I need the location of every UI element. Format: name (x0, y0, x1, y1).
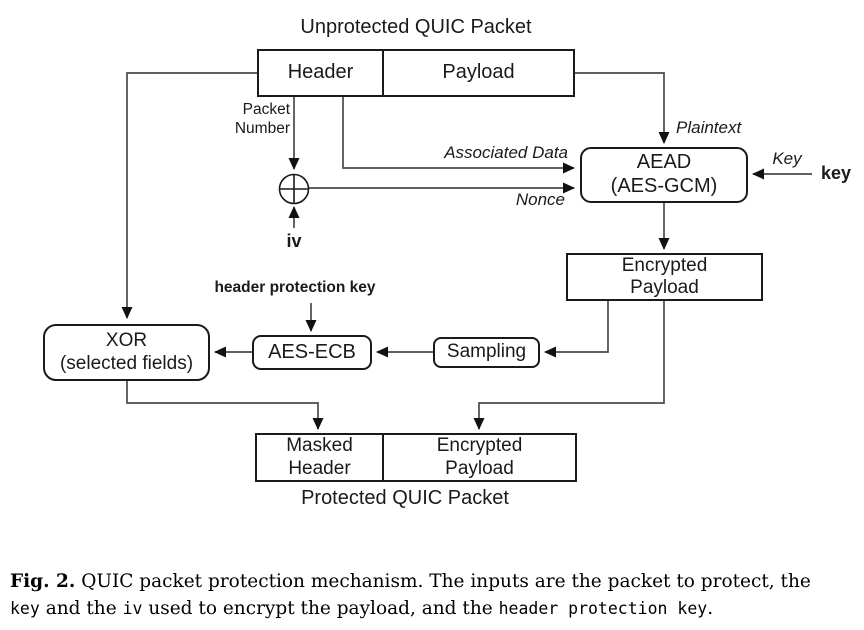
edge-header-associated-data-to-aead (342, 97, 575, 174)
sampling-box-label: Sampling (446, 341, 527, 363)
unprotected-packet-box: Header Payload (257, 49, 575, 97)
iv-input-label: iv (286, 231, 302, 251)
aead-box-line2: (AES-GCM) (610, 175, 718, 197)
payload-box: Payload (382, 51, 573, 95)
nonce-label: Nonce (515, 190, 565, 209)
encrypted-payload-out-line2: Payload (445, 457, 514, 479)
encrypted-payload-out-box: Encrypted Payload (382, 435, 575, 480)
payload-box-label: Payload (442, 61, 515, 84)
encrypted-payload-box: Encrypted Payload (566, 253, 763, 301)
xor-box: XOR (selected fields) (43, 324, 210, 381)
xor-box-line2: (selected fields) (59, 352, 194, 374)
protected-packet-box: Masked Header Encrypted Payload (255, 433, 577, 482)
figure-caption: Fig. 2. QUIC packet protection mechanism… (10, 569, 858, 622)
caption-fig-label: Fig. 2. (10, 571, 76, 592)
plaintext-label: Plaintext (676, 118, 742, 137)
caption-line-2: key and the iv used to encrypt the paylo… (10, 597, 714, 619)
aead-box: AEAD (AES-GCM) (580, 147, 748, 203)
caption-code-iv: iv (122, 598, 143, 618)
xor-plus-icon (278, 173, 310, 205)
unprotected-packet-title: Unprotected QUIC Packet (300, 16, 532, 38)
edge-encrypted-payload-to-output (473, 301, 665, 430)
encrypted-payload-line1: Encrypted (621, 254, 708, 276)
key-input-label: key (820, 163, 852, 183)
encrypted-payload-out-line1: Encrypted (436, 435, 523, 457)
aes-ecb-box-label: AES-ECB (268, 340, 356, 363)
packet-number-label: Packet Number (234, 101, 290, 138)
edge-xor-to-masked-header (126, 381, 324, 430)
xor-box-line1: XOR (105, 330, 148, 352)
caption-code-key: key (10, 598, 40, 618)
sampling-box: Sampling (433, 337, 540, 368)
edge-payload-to-aead-plaintext (575, 72, 670, 144)
edge-encrypted-payload-to-sampling (544, 301, 609, 358)
header-box-label: Header (287, 61, 354, 84)
edge-header-to-xor (121, 72, 257, 319)
header-protection-key-label: header protection key (214, 279, 376, 296)
associated-data-label: Associated Data (444, 143, 568, 162)
masked-header-line2: Header (288, 457, 351, 479)
key-edge-label: Key (772, 149, 802, 168)
caption-line-1: Fig. 2. QUIC packet protection mechanism… (10, 571, 811, 592)
header-box: Header (259, 51, 382, 95)
caption-code-hpk: header protection key (498, 598, 708, 618)
aead-box-line1: AEAD (636, 151, 692, 174)
protected-packet-title: Protected QUIC Packet (301, 487, 509, 509)
aes-ecb-box: AES-ECB (252, 335, 372, 370)
encrypted-payload-line2: Payload (630, 277, 699, 298)
masked-header-box: Masked Header (257, 435, 382, 480)
masked-header-line1: Masked (286, 435, 353, 457)
